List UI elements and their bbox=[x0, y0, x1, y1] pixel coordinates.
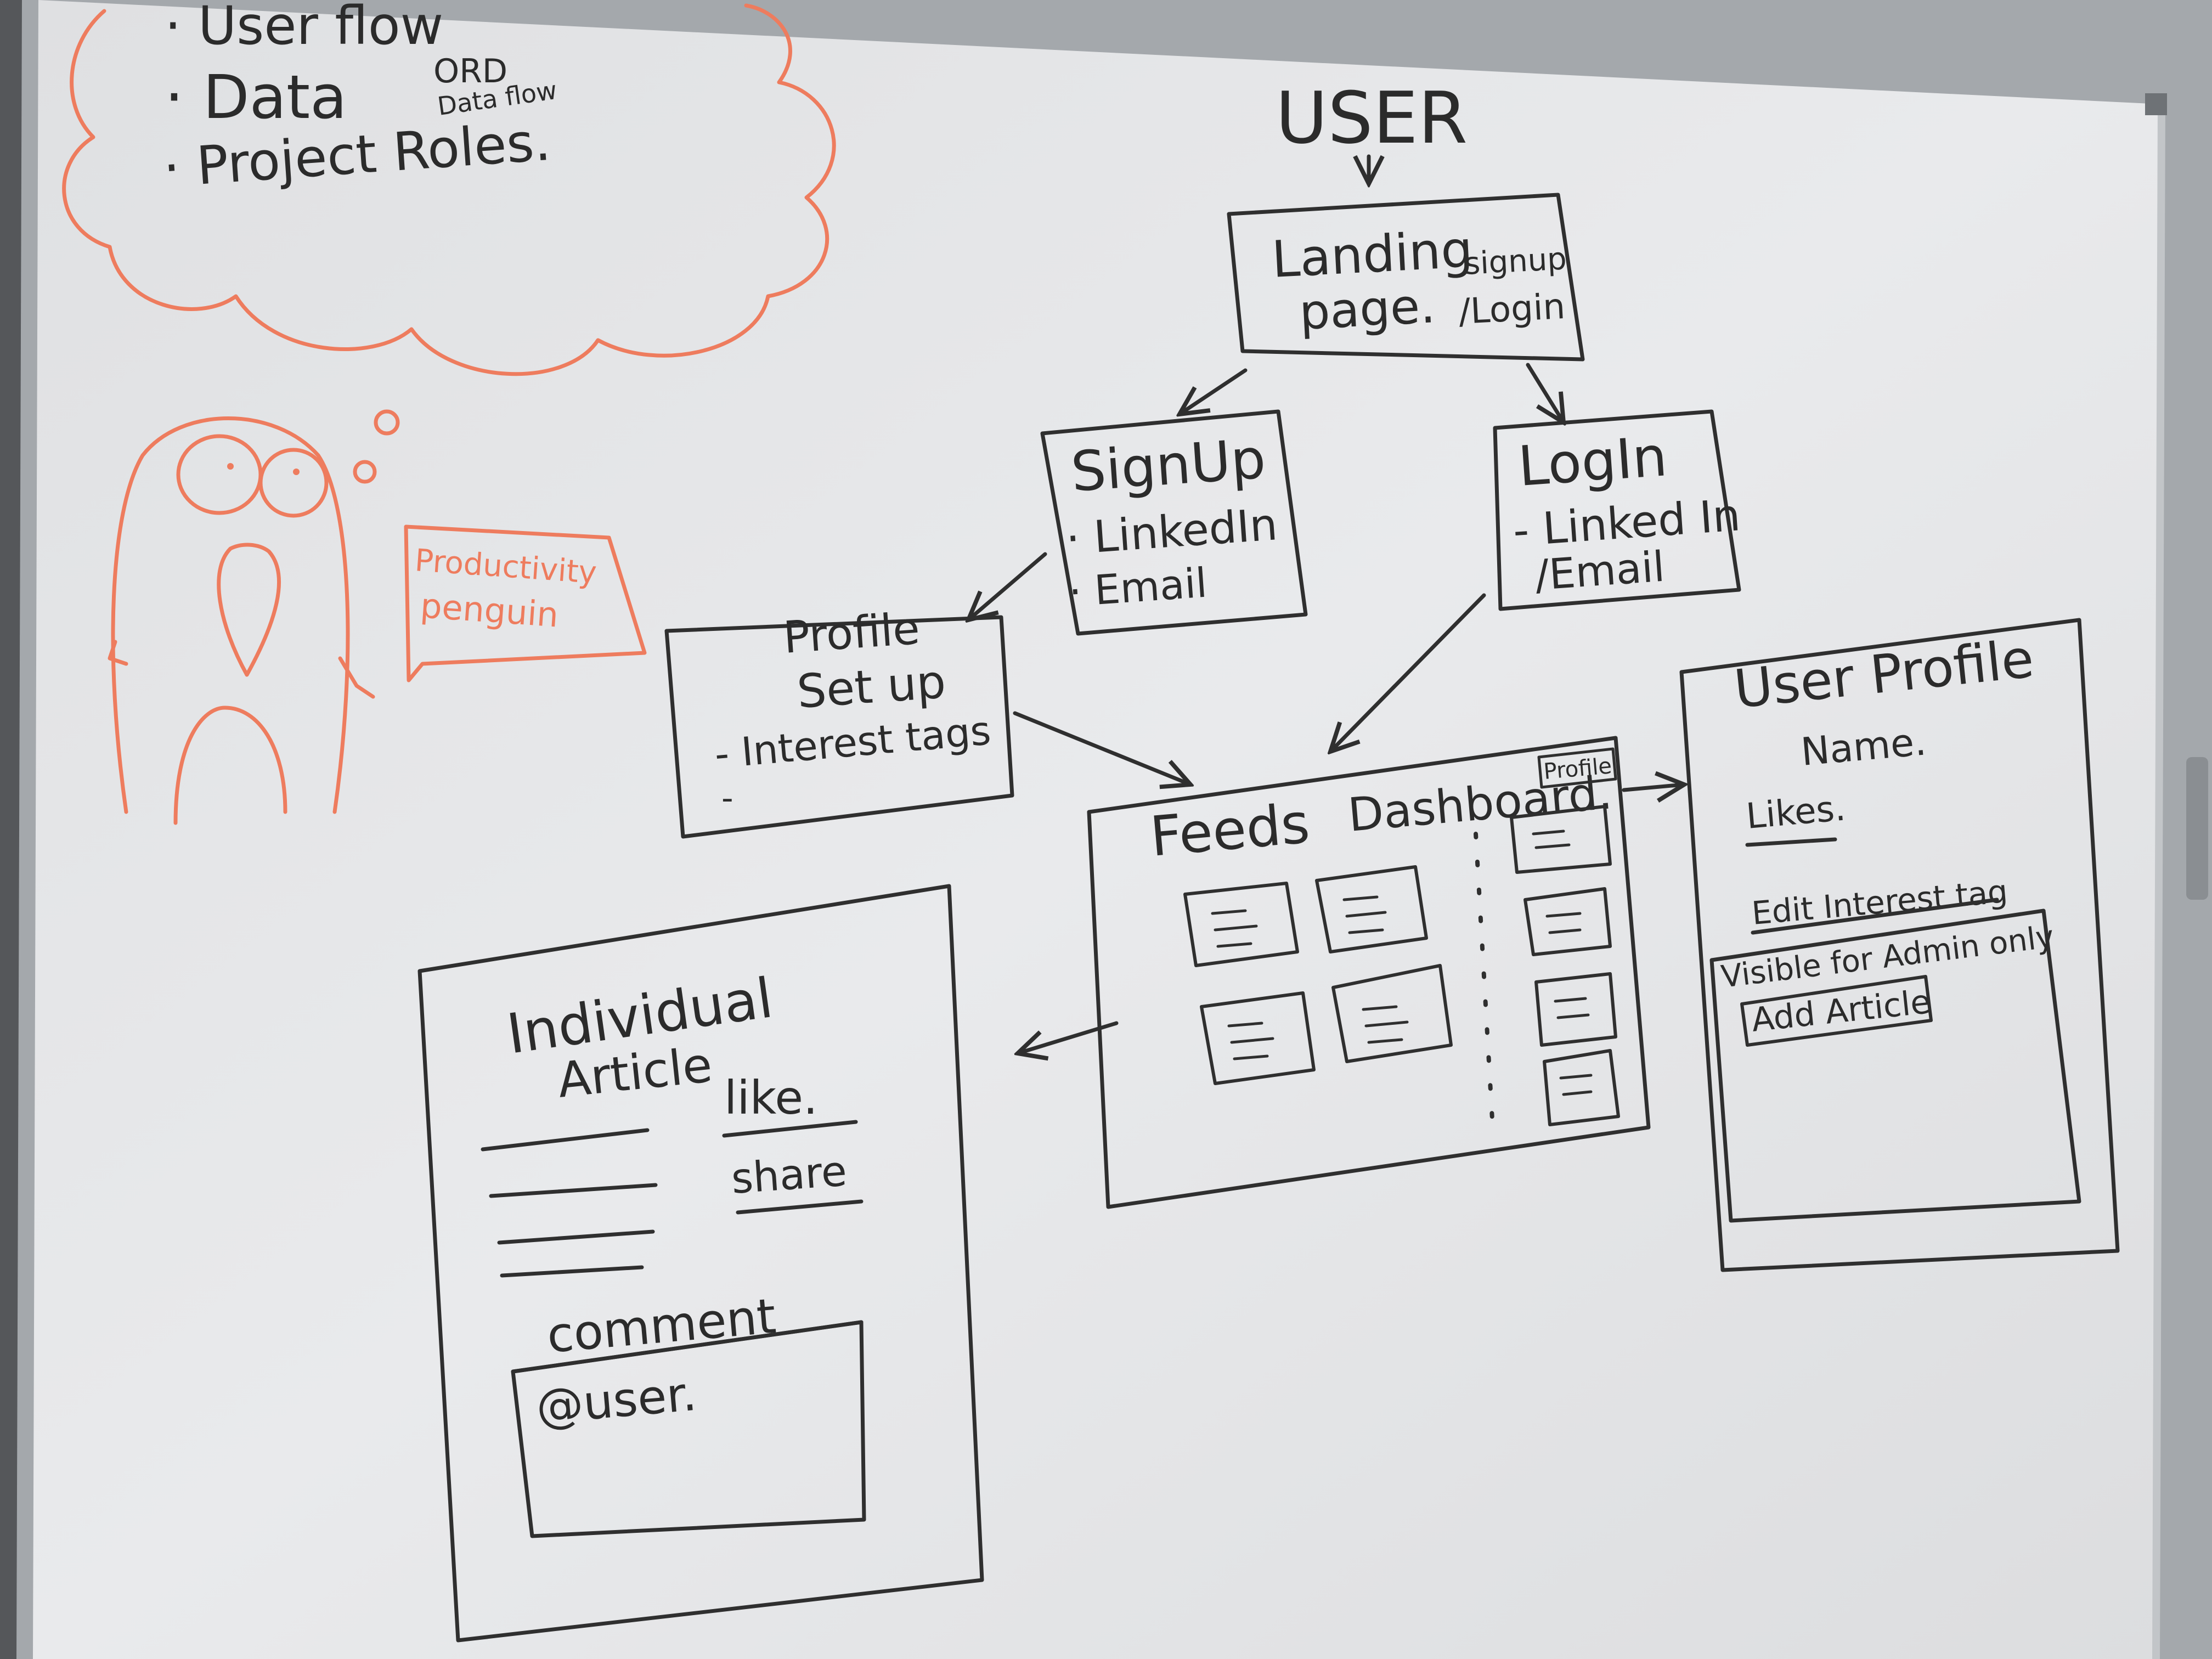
arrow-signup-to-profile bbox=[968, 552, 1047, 620]
sidebar-card[interactable] bbox=[1534, 972, 1617, 1047]
login-box bbox=[1493, 409, 1741, 611]
speech-bubble bbox=[404, 524, 647, 682]
profile-setup-blank-item: - bbox=[721, 779, 733, 817]
frame-corner bbox=[2145, 93, 2167, 115]
board-surface bbox=[33, 0, 2162, 1659]
feeds-divider bbox=[1474, 832, 1494, 1121]
cloud-item-data: · Data bbox=[165, 62, 347, 132]
landing-text-line1: Landing bbox=[1271, 220, 1475, 289]
user-profile-likes: Likes. bbox=[1745, 788, 1847, 837]
feed-card[interactable] bbox=[1315, 865, 1428, 953]
speech-penguin: penguin bbox=[419, 585, 560, 635]
article-like[interactable]: like. bbox=[724, 1071, 818, 1125]
sidebar-card[interactable] bbox=[1543, 1049, 1620, 1126]
arrow-feeds-to-user-profile bbox=[1622, 785, 1684, 790]
user-profile-name: Name. bbox=[1799, 719, 1928, 775]
feed-card[interactable] bbox=[1200, 991, 1316, 1085]
arrow-profile-to-feeds bbox=[1013, 711, 1190, 785]
landing-login: /Login bbox=[1458, 286, 1566, 332]
signup-box bbox=[1040, 409, 1308, 636]
arrow-login-to-feeds bbox=[1330, 593, 1486, 752]
sidebar-card[interactable] bbox=[1523, 887, 1612, 956]
signup-email: · Email bbox=[1067, 560, 1209, 616]
feed-card[interactable] bbox=[1183, 882, 1299, 967]
arrow-landing-to-login bbox=[1526, 363, 1564, 422]
profile-setup-line2: Set up bbox=[795, 654, 947, 719]
landing-text-line2: page. bbox=[1298, 277, 1437, 341]
comment-input-box[interactable] bbox=[511, 1320, 866, 1538]
article-box bbox=[417, 884, 984, 1643]
login-email: /Email bbox=[1533, 542, 1666, 600]
cloud-item-user-flow: · User flow bbox=[165, 0, 443, 57]
board-hinge bbox=[2186, 757, 2208, 900]
profile-setup-box bbox=[664, 615, 1014, 839]
profile-setup-line1: Profile bbox=[782, 603, 922, 663]
feeds-dashboard-box bbox=[1087, 736, 1651, 1209]
penguin-drawing bbox=[108, 409, 400, 825]
article-text-lines bbox=[481, 1128, 658, 1278]
feeds-profile-tab[interactable]: Profile bbox=[1537, 747, 1617, 789]
cloud-data-ord: ORD bbox=[433, 52, 507, 91]
feed-card[interactable] bbox=[1331, 964, 1453, 1063]
admin-panel-box bbox=[1709, 909, 2081, 1223]
feeds-title: Feeds bbox=[1148, 791, 1312, 869]
arrow-landing-to-signup bbox=[1180, 368, 1248, 414]
signup-title: SignUp bbox=[1069, 426, 1268, 504]
article-share[interactable]: share bbox=[730, 1146, 848, 1203]
feeds-profile-tab-label: Profile bbox=[1543, 753, 1613, 785]
login-title: LogIn bbox=[1516, 424, 1669, 499]
sidebar-card[interactable] bbox=[1510, 805, 1612, 874]
landing-signup: signup bbox=[1463, 241, 1567, 282]
arrow-feeds-to-article bbox=[1018, 1021, 1119, 1053]
user-label: USER bbox=[1276, 76, 1468, 160]
landing-page-box bbox=[1227, 193, 1585, 362]
user-profile-box bbox=[1679, 618, 2120, 1272]
thought-cloud bbox=[62, 3, 836, 376]
